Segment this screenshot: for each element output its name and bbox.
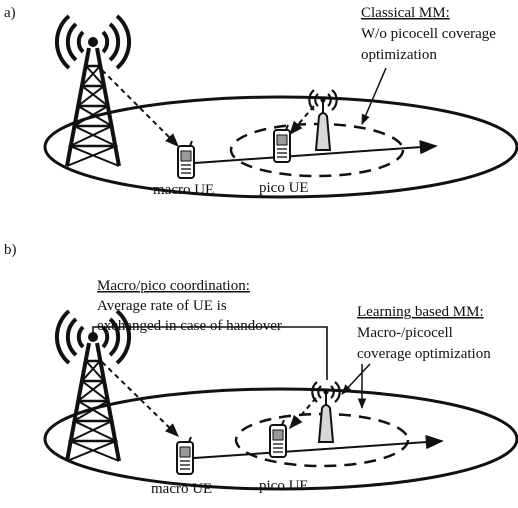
macro-tower-icon xyxy=(54,14,132,168)
learning-mm-title: Learning based MM: xyxy=(357,304,484,320)
picocell-coverage-ellipse xyxy=(229,122,405,178)
macro-ue-phone-icon xyxy=(177,140,195,179)
learning-mm-line2: coverage optimization xyxy=(357,346,491,362)
panel-b-label: b) xyxy=(4,242,17,258)
backhaul-link xyxy=(92,326,328,380)
coordination-line2: exchanged in case of handover xyxy=(97,318,282,334)
macrocell-coverage-ellipse xyxy=(43,387,518,491)
pico-link-arrow xyxy=(289,397,317,430)
classical-mm-line1: W/o picocell coverage xyxy=(361,26,496,42)
classical-mm-line2: optimization xyxy=(361,47,437,63)
pico-ue-label: pico UE xyxy=(259,180,309,196)
panel-b: b) macro UE pico UE Macro/pico coordinat… xyxy=(4,242,518,497)
classical-mm-title: Classical MM: xyxy=(361,5,450,21)
panel-a: a) macro UE pico UE Classical MM: W/o pi… xyxy=(4,5,518,199)
panel-a-label: a) xyxy=(4,5,16,21)
pico-link-arrow xyxy=(289,105,315,136)
pico-ue-label: pico UE xyxy=(259,478,309,494)
ue-trajectory-arrow xyxy=(193,434,444,459)
macrocell-coverage-ellipse xyxy=(43,95,518,199)
coordination-line1: Average rate of UE is xyxy=(97,298,227,314)
learning-mm-line1: Macro-/picocell xyxy=(357,325,453,341)
pico-ue-phone-icon xyxy=(269,419,287,458)
macro-ue-phone-icon xyxy=(176,436,194,475)
classical-mm-pointer xyxy=(361,67,387,125)
pico-ue-phone-icon xyxy=(273,124,291,163)
coordination-title: Macro/pico coordination: xyxy=(97,278,250,294)
macro-ue-label: macro UE xyxy=(151,481,212,497)
ue-trajectory-arrow xyxy=(194,139,438,164)
macro-ue-label: macro UE xyxy=(153,182,214,198)
learning-mm-pointer-pico xyxy=(341,363,371,395)
